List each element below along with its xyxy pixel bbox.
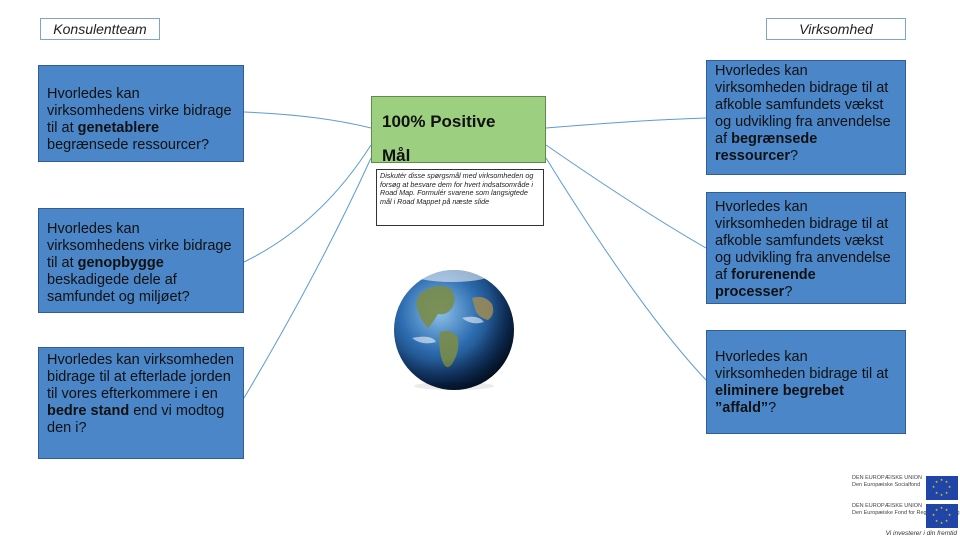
- right-question-2: Hvorledes kan virksomheden bidrage til a…: [706, 192, 906, 304]
- eu-flag-icon-2: ★★★ ★★★ ★★: [926, 504, 958, 528]
- goal-line-2: Mål: [382, 146, 411, 165]
- left-question-3: Hvorledes kan virksomheden bidrage til a…: [38, 347, 244, 459]
- eu-footer-slogan: Vi investerer i din fremtid: [885, 530, 957, 537]
- connector-left-3: [243, 157, 372, 399]
- right-question-3: Hvorledes kan virksomheden bidrage til a…: [706, 330, 906, 434]
- goal-box: 100% Positive Mål: [371, 96, 546, 165]
- header-right: Virksomhed: [766, 18, 906, 40]
- left-question-2: Hvorledes kan virksomhedens virke bidrag…: [38, 208, 244, 313]
- right-question-1: Hvorledes kan virksomheden bidrage til a…: [706, 60, 906, 175]
- goal-line-1: 100% Positive: [382, 112, 496, 131]
- earth-globe-image: [394, 270, 514, 390]
- connector-left-2: [243, 144, 372, 263]
- left-question-1: Hvorledes kan virksomhedens virke bidrag…: [38, 65, 244, 162]
- header-left: Konsulentteam: [40, 18, 160, 40]
- eu-flag-icon-1: ★★★ ★★★ ★★: [926, 476, 958, 500]
- connector-left-1: [243, 111, 372, 129]
- connector-right-1: [545, 117, 707, 129]
- instruction-note: Diskutér disse spørgsmål med virksomhede…: [376, 169, 544, 226]
- connector-right-3: [545, 157, 707, 381]
- connector-right-2: [545, 144, 707, 249]
